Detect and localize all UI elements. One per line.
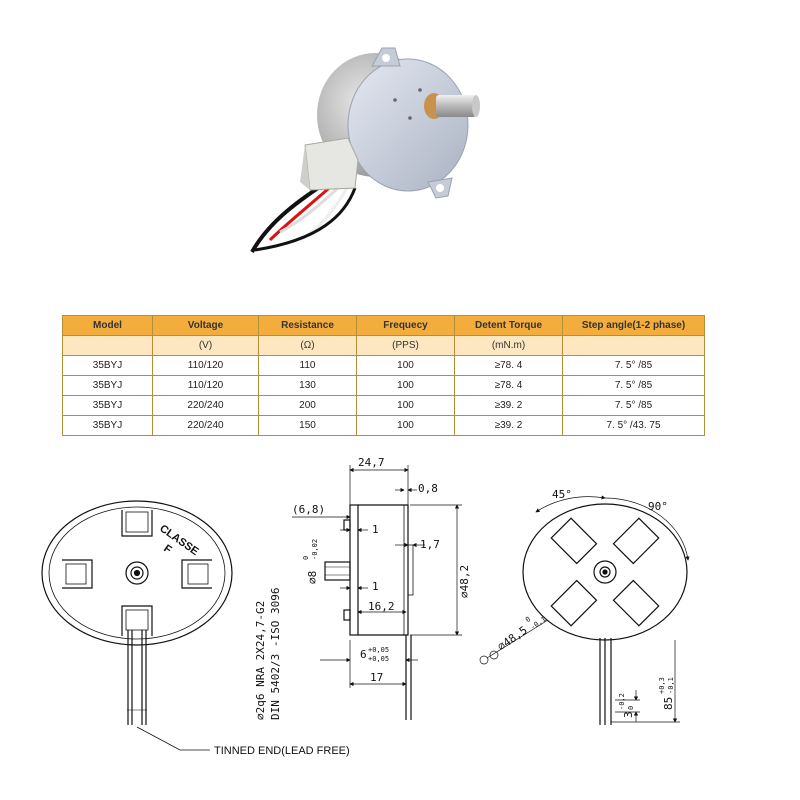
- cell-frequency: 100: [356, 415, 455, 436]
- cell-frequency: 100: [356, 355, 455, 376]
- dim-shaft-tol-bottom: -0,02: [311, 539, 319, 560]
- front-view: [41, 500, 233, 751]
- dim-1-bottom: 1: [372, 580, 379, 593]
- col-header-frequency: Frequecy: [356, 315, 455, 336]
- cell-detent-torque: ≥78. 4: [454, 355, 563, 376]
- cell-voltage: 220/240: [152, 395, 259, 416]
- cell-resistance: 130: [258, 375, 357, 396]
- dim-6-8: (6,8): [292, 503, 325, 516]
- cell-frequency: 100: [356, 375, 455, 396]
- dim-3-tol-top: -0,2: [618, 693, 626, 710]
- dim-shaft-tol-top: 0: [302, 556, 310, 560]
- col-header-voltage: Voltage: [152, 315, 259, 336]
- tinned-end-label: TINNED END(LEAD FREE): [214, 745, 350, 757]
- cell-model: 35BYJ: [62, 355, 153, 376]
- col-header-detent-torque: Detent Torque: [454, 315, 563, 336]
- table-row: 35BYJ 110/120 130 100 ≥78. 4 7. 5° /85: [62, 375, 705, 396]
- dim-85: 85: [662, 697, 675, 710]
- note-line-2: DIN 5402/3 -ISO 3096: [269, 588, 282, 720]
- rear-view: [522, 503, 688, 725]
- angle-90: 90°: [648, 500, 668, 513]
- cell-frequency: 100: [356, 395, 455, 416]
- cell-detent-torque: ≥39. 2: [454, 395, 563, 416]
- cell-model: 35BYJ: [62, 395, 153, 416]
- cell-step-angle: 7. 5° /85: [562, 355, 705, 376]
- dim-17: 17: [370, 671, 383, 684]
- marking-f: F: [161, 543, 174, 557]
- col-header-resistance: Resistance: [258, 315, 357, 336]
- dim-0-8: 0,8: [418, 482, 438, 495]
- angle-45: 45°: [552, 488, 572, 501]
- dim-85-tol-bottom: -0,1: [667, 677, 675, 694]
- cell-resistance: 200: [258, 395, 357, 416]
- dim-1-7: 1,7: [420, 538, 440, 551]
- cell-step-angle: 7. 5° /85: [562, 375, 705, 396]
- table-row: 35BYJ 220/240 200 100 ≥39. 2 7. 5° /85: [62, 395, 705, 416]
- cell-voltage: 110/120: [152, 355, 259, 376]
- dim-6-tol-top: +0,05: [368, 646, 389, 654]
- cell-detent-torque: ≥78. 4: [454, 375, 563, 396]
- dim-16-2: 16,2: [368, 600, 395, 613]
- dim-48-5-tol-top: 0: [524, 615, 532, 624]
- cell-detent-torque: ≥39. 2: [454, 415, 563, 436]
- technical-drawings: CLASSE F TINNED END(LEAD FREE): [41, 456, 690, 757]
- dim-1-top: 1: [372, 523, 379, 536]
- dim-6: 6: [360, 648, 367, 661]
- table-header-row: Model Voltage Resistance Frequecy Detent…: [62, 315, 705, 336]
- table-units-row: (V) (Ω) (PPS) (mN.m): [62, 335, 705, 356]
- dim-diameter-48-2: ⌀48,2: [458, 565, 471, 598]
- unit-voltage: (V): [152, 335, 259, 356]
- dim-3: 3: [622, 711, 635, 718]
- col-header-model: Model: [62, 315, 153, 336]
- cell-step-angle: 7. 5° /85: [562, 395, 705, 416]
- cell-model: 35BYJ: [62, 375, 153, 396]
- cell-voltage: 220/240: [152, 415, 259, 436]
- unit-frequency: (PPS): [356, 335, 455, 356]
- cell-voltage: 110/120: [152, 375, 259, 396]
- spec-table: Model Voltage Resistance Frequecy Detent…: [62, 315, 705, 436]
- note-line-1: ⌀2q6 NRA 2X24,7-G2: [254, 601, 267, 720]
- cell-step-angle: 7. 5° /43. 75: [562, 415, 705, 436]
- unit-resistance: (Ω): [258, 335, 357, 356]
- cell-model: 35BYJ: [62, 415, 153, 436]
- unit-detent-torque: (mN.m): [454, 335, 563, 356]
- unit-model: [62, 335, 153, 356]
- motor-photo: [250, 47, 480, 253]
- cell-resistance: 150: [258, 415, 357, 436]
- unit-step-angle: [562, 335, 705, 356]
- dim-diameter-48-5: ⌀48,5: [495, 624, 530, 654]
- dim-3-tol-bottom: 0: [627, 706, 635, 710]
- table-row: 35BYJ 220/240 150 100 ≥39. 2 7. 5° /43. …: [62, 415, 705, 436]
- dim-24-7: 24,7: [358, 456, 385, 469]
- cell-resistance: 110: [258, 355, 357, 376]
- table-row: 35BYJ 110/120 110 100 ≥78. 4 7. 5° /85: [62, 355, 705, 376]
- side-view: [324, 504, 414, 720]
- dim-85-tol-top: +0,3: [658, 677, 666, 694]
- col-header-step-angle: Step angle(1-2 phase): [562, 315, 705, 336]
- dim-6-tol-bottom: +0,05: [368, 655, 389, 663]
- dim-shaft-8: ⌀8: [306, 571, 319, 584]
